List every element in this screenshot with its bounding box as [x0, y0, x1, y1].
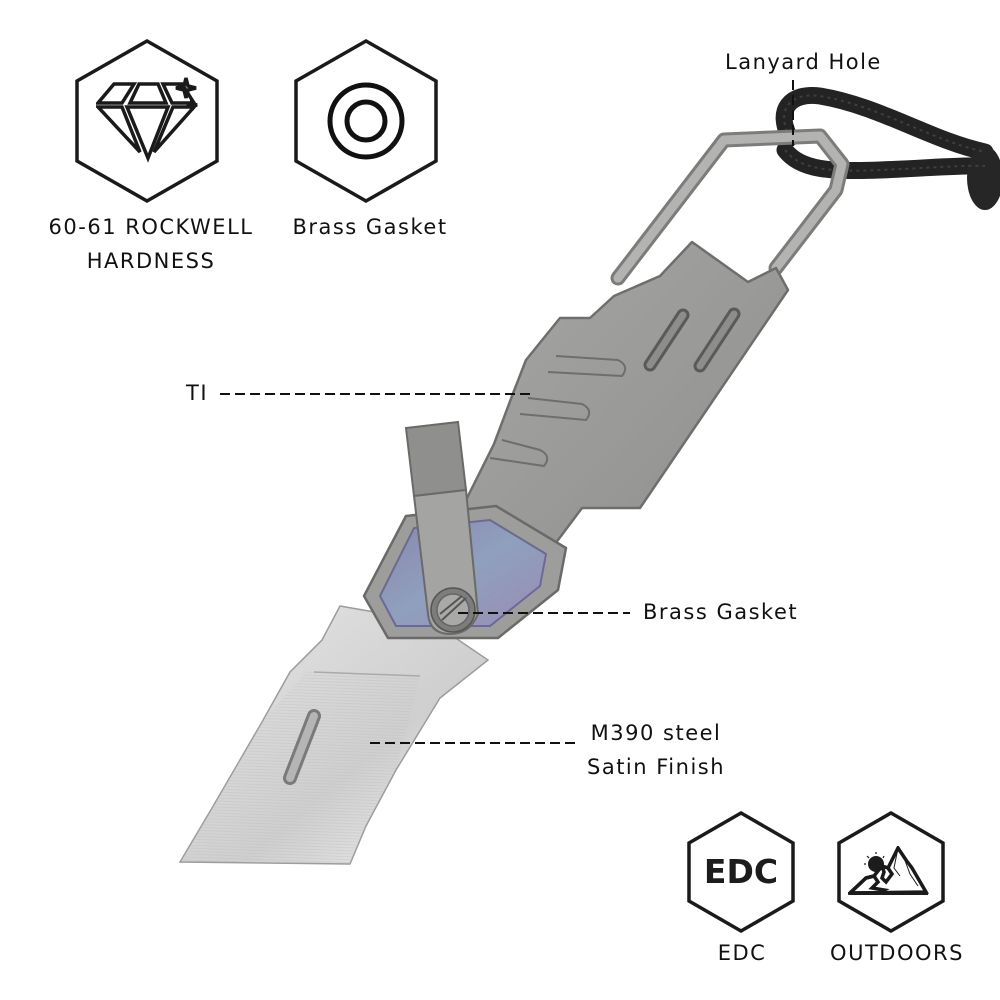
- lanyard-loop: [610, 128, 850, 286]
- lanyard-hole-label: Lanyard Hole: [725, 50, 882, 74]
- hexagon-frame-icon: [294, 38, 438, 204]
- handle-slots: [643, 307, 741, 373]
- brass-gasket-callout-label: Brass Gasket: [643, 600, 799, 624]
- mountain-icon: [848, 846, 930, 895]
- blade-grind-line: [313, 671, 421, 677]
- edc-badge: EDC: [686, 810, 796, 934]
- blade-steel-line-2: Satin Finish: [587, 755, 726, 779]
- pivot-screw: [430, 587, 476, 633]
- gasket-badge-label: Brass Gasket: [292, 210, 447, 244]
- blade-steel-line-1: M390 steel: [590, 721, 722, 745]
- edc-text-icon: EDC: [703, 852, 779, 891]
- outdoors-label: OUTDOORS: [830, 936, 964, 970]
- gasket-badge: [293, 38, 439, 204]
- callout-lines: [220, 80, 794, 744]
- hexagon-frame-icon: [837, 810, 945, 934]
- handle-grooves: [489, 355, 627, 468]
- hardness-label-line-1: 60-61 ROCKWELL: [48, 215, 254, 239]
- ti-label: TI: [186, 381, 209, 405]
- blade-steel-label: M390 steel Satin Finish: [587, 716, 725, 784]
- hardness-label: 60-61 ROCKWELL HARDNESS: [49, 210, 254, 278]
- gasket-badge-label-line: Brass Gasket: [292, 215, 448, 239]
- hardness-badge: [74, 38, 220, 204]
- concentric-rings-icon: [327, 82, 405, 160]
- lanyard-cord: [775, 86, 1000, 210]
- hexagon-frame-icon: [75, 38, 219, 204]
- outdoors-badge: [836, 810, 946, 934]
- edc-label: EDC: [718, 936, 767, 970]
- diamond-icon: [96, 77, 198, 163]
- edc-label-line: EDC: [717, 941, 767, 965]
- hexagon-frame-icon: [687, 810, 795, 934]
- outdoors-label-line: OUTDOORS: [830, 941, 964, 965]
- hardness-label-line-2: HARDNESS: [86, 249, 216, 273]
